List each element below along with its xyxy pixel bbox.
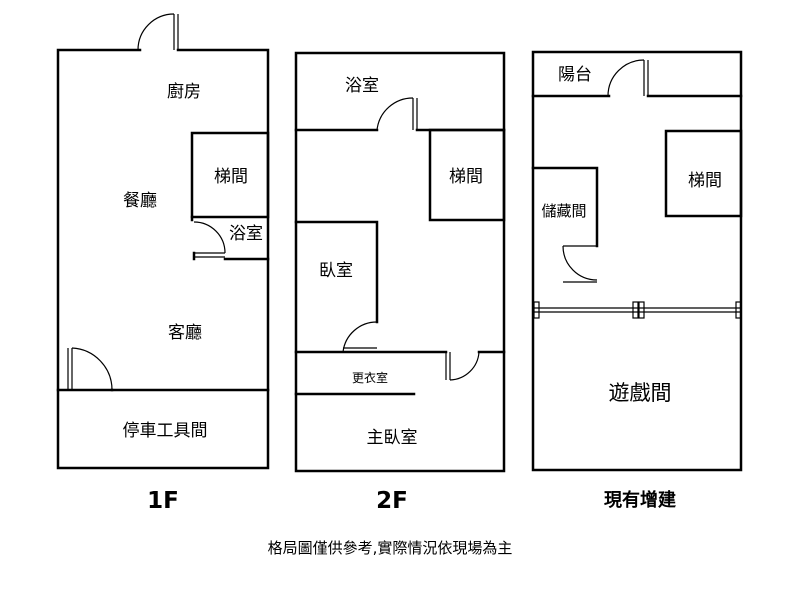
room-label-garage: 停車工具間 [123,421,208,441]
floor-2-bedroom-door [342,321,378,353]
floor-1-plan: 廚房 餐廳 梯間 浴室 客廳 停車工具間 [56,13,270,470]
floor-1-bath-door [193,221,226,258]
floor-2-closet-door [445,351,480,381]
room-label-stairs-3f: 梯間 [688,171,722,191]
floor-3-plan: 陽台 儲藏間 梯間 遊戲間 [531,50,743,472]
room-label-bath-2f: 浴室 [345,76,379,96]
floor-1-garage-door [67,347,113,391]
floor-2-walls [294,51,506,473]
floor-1-entry-door [137,13,179,51]
floor-2-bath-door [376,97,418,131]
floor-1-walls [56,48,270,470]
floor-1-label: 1F [147,488,179,514]
room-label-storage: 儲藏間 [541,202,586,220]
room-label-dining: 餐廳 [123,191,157,211]
room-label-stairs: 梯間 [214,167,248,187]
room-label-living: 客廳 [168,323,202,343]
room-label-closet: 更衣室 [352,370,388,385]
floor-2-plan: 浴室 梯間 臥室 更衣室 主臥室 [294,51,506,473]
room-label-bath: 浴室 [229,224,263,244]
floor-3-balcony-door [607,59,649,97]
room-label-kitchen: 廚房 [167,81,201,102]
floor-3-label: 現有增建 [604,489,676,511]
room-label-master-bedroom: 主臥室 [367,428,418,448]
room-label-balcony: 陽台 [558,65,592,85]
floor-3-storage-door [562,245,598,281]
room-label-bedroom: 臥室 [319,261,353,281]
room-label-stairs-2f: 梯間 [449,167,483,187]
floor-3-walls [531,50,743,472]
room-label-playroom: 遊戲間 [609,381,672,405]
disclaimer-note: 格局圖僅供參考,實際情況依現場為主 [268,539,513,557]
floor-2-label: 2F [376,488,408,514]
